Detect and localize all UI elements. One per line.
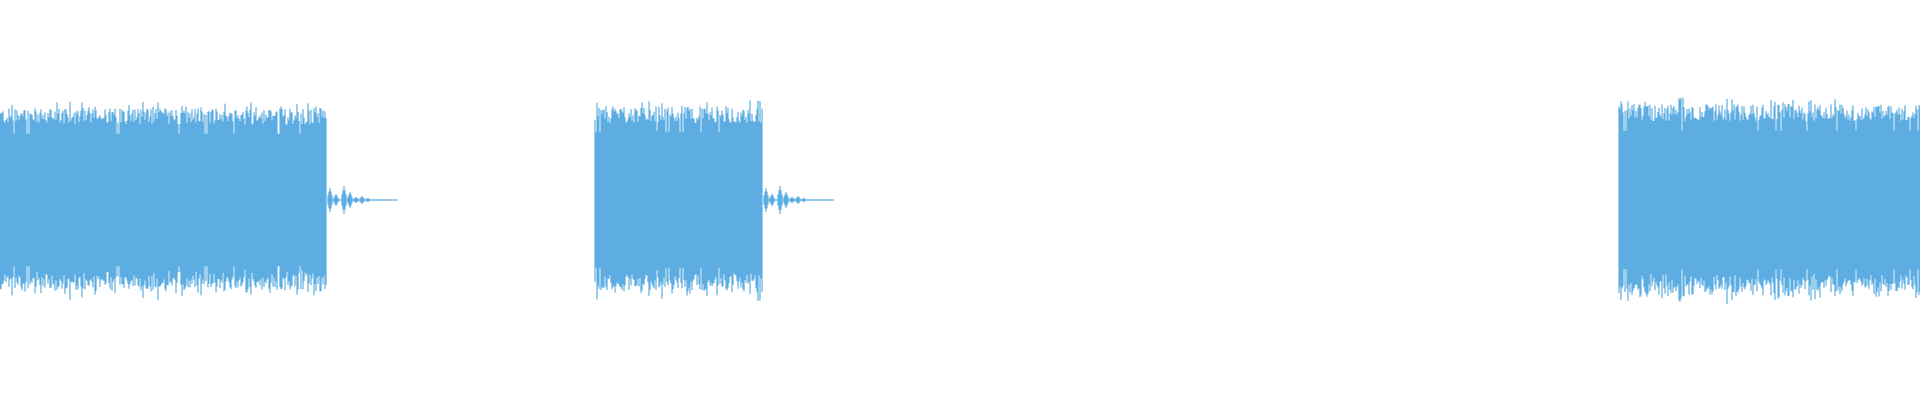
waveform-clip-1	[0, 101, 398, 301]
waveform-tail	[763, 186, 834, 214]
waveform-core	[0, 133, 326, 267]
waveform-clip-2	[594, 100, 834, 301]
waveform-clip-3	[1618, 97, 1920, 304]
waveform-tail	[327, 186, 398, 214]
waveform-core	[595, 132, 762, 268]
waveform-core	[1619, 130, 1920, 270]
